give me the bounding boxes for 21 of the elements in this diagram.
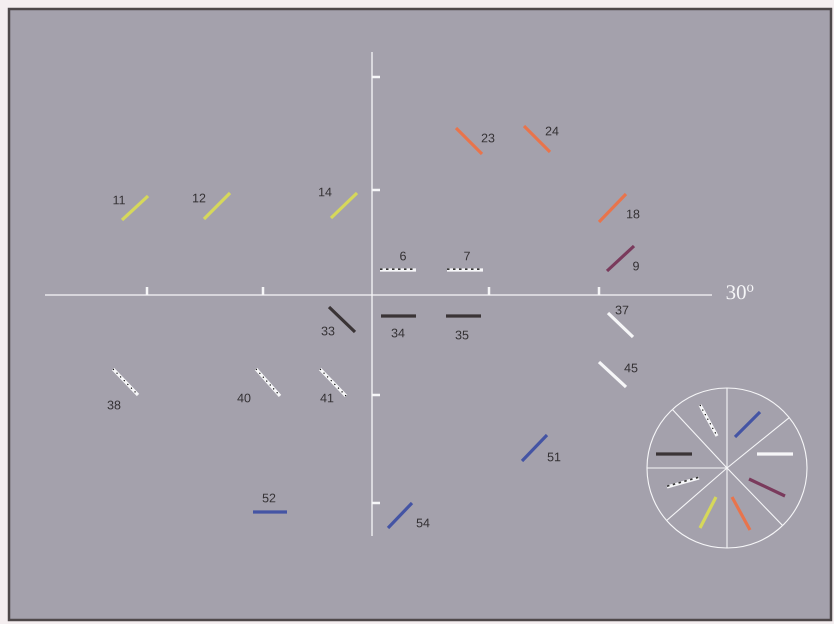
number-label: 54 (416, 518, 430, 528)
number-label: 35 (456, 330, 468, 340)
number-label: 9 (633, 262, 639, 270)
number-label: 11 (114, 196, 125, 204)
number-label: 38 (108, 400, 120, 410)
number-label: 51 (548, 452, 560, 462)
number-label: 45 (624, 364, 638, 372)
number-label: 14 (319, 188, 332, 196)
axis-label: 30$^{o}$ (726, 284, 754, 300)
number-label: 40 (237, 394, 250, 402)
number-label: 24 (546, 126, 559, 136)
number-label: 7 (464, 252, 470, 260)
number-label: 33 (322, 326, 334, 336)
number-label: 52 (262, 494, 276, 502)
number-label: 37 (616, 306, 628, 314)
number-label: 23 (482, 134, 494, 142)
number-label: 6 (400, 252, 406, 260)
number-label: 12 (193, 194, 206, 202)
number-label: 34 (392, 328, 405, 338)
number-label: 18 (627, 210, 640, 218)
number-label: 41 (320, 394, 334, 402)
